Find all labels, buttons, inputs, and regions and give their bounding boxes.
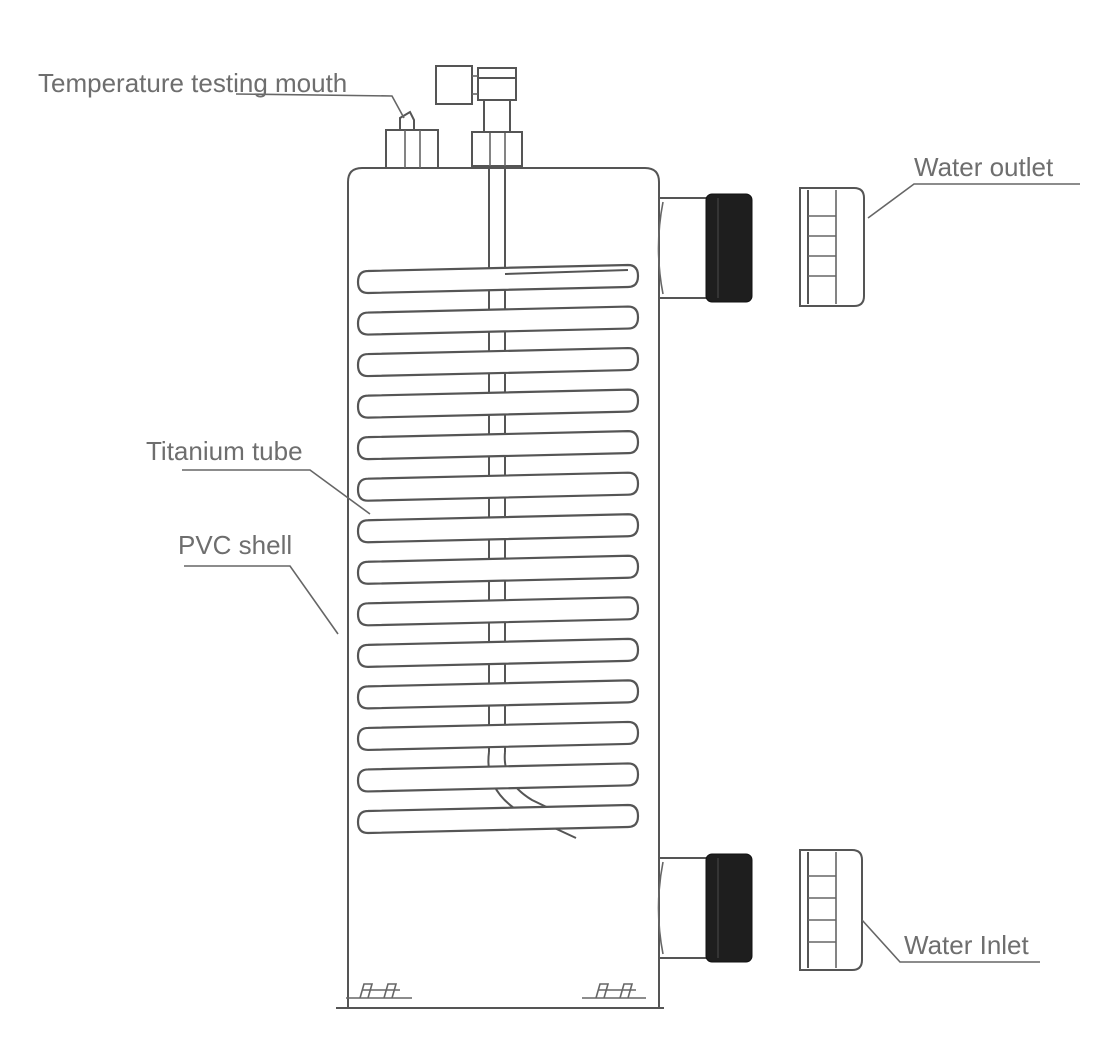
coil-turn xyxy=(356,471,640,502)
titanium-tube-coil xyxy=(356,263,640,835)
leader-water-inlet xyxy=(861,919,1040,963)
leader-titanium-tube xyxy=(182,469,371,515)
leader-lines xyxy=(182,93,1080,963)
label-pvc-shell: PVC shell xyxy=(178,530,292,560)
label-water-outlet: Water outlet xyxy=(914,152,1054,182)
coil-turn xyxy=(356,554,640,585)
pvc-shell-body xyxy=(336,167,664,1009)
coil-turn xyxy=(356,762,640,793)
mounting-bracket-right xyxy=(582,983,646,999)
water-outlet-cap xyxy=(799,187,865,307)
coil-turn xyxy=(356,596,640,627)
coil-turn xyxy=(356,637,640,668)
outlet-cap-ribs xyxy=(808,215,836,277)
coil-turn xyxy=(356,388,640,419)
inlet-cap-ribs xyxy=(808,875,836,943)
coil-turn xyxy=(356,679,640,710)
leader-water-outlet xyxy=(867,183,1080,219)
leader-temperature-testing-mouth xyxy=(235,93,405,119)
coil-turn xyxy=(356,430,640,461)
water-outlet-connector xyxy=(657,193,753,303)
coil-turn xyxy=(356,720,640,752)
temperature-testing-mouth-fitting xyxy=(385,110,439,169)
coil-turn xyxy=(356,263,640,295)
coil-turn xyxy=(356,803,640,835)
leader-pvc-shell xyxy=(184,565,339,635)
coil-feed xyxy=(504,269,629,275)
coil-turn xyxy=(356,305,640,336)
label-water-inlet: Water Inlet xyxy=(904,930,1030,960)
coil-turn xyxy=(356,513,640,544)
top-pipe-fitting xyxy=(435,65,523,167)
label-temperature-testing-mouth: Temperature testing mouth xyxy=(38,68,347,98)
coil-turn xyxy=(356,346,640,378)
mounting-bracket-left xyxy=(346,983,412,999)
label-titanium-tube: Titanium tube xyxy=(146,436,303,466)
water-inlet-cap xyxy=(799,849,863,971)
water-inlet-connector xyxy=(657,853,753,963)
